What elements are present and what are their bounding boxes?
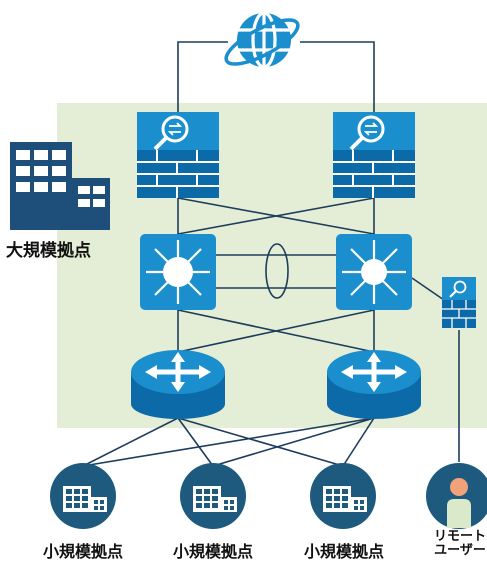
link-rt-right-site1 [82, 417, 375, 467]
large-site-label: 大規模拠点 [6, 241, 91, 261]
link-fw-right-sw-left [177, 197, 375, 235]
link-internet-fw-right [300, 41, 375, 112]
router-icon [131, 350, 225, 419]
firewall-icon [442, 277, 476, 328]
building-icon [10, 142, 110, 230]
small-site-label: 小規模拠点 [303, 542, 384, 561]
layer3-switch-icon [336, 234, 412, 310]
link-rt-left-site1 [82, 417, 179, 467]
small-site-label: 小規模拠点 [42, 542, 123, 561]
user-icon [426, 463, 487, 529]
remote-user-label: リモート ユーザー [420, 530, 487, 558]
link-rt-right-site3 [342, 417, 375, 467]
link-rt-right-site2 [212, 417, 375, 467]
remote-user-label-line1: リモート [433, 529, 486, 544]
layer3-switch-icon [140, 234, 216, 310]
links [82, 41, 460, 467]
small-site-icon [180, 463, 246, 529]
port-channel-ellipse [265, 243, 289, 299]
remote-user-label-line2: ユーザー [434, 543, 486, 558]
firewall-icon [137, 112, 219, 198]
small-site-label: 小規模拠点 [172, 542, 253, 561]
link-sw-right-fw-small [411, 277, 445, 301]
firewall-icon [333, 112, 415, 198]
router-icon [327, 350, 421, 419]
globe-icon [224, 11, 300, 69]
link-internet-fw-left [177, 41, 228, 112]
link-rt-left-site2 [177, 417, 214, 467]
link-sw-right-rt-left [177, 309, 375, 353]
link-rt-left-site3 [177, 417, 344, 467]
large-site-zone [57, 103, 487, 428]
small-site-icon [50, 463, 116, 529]
small-site-icon [310, 463, 376, 529]
